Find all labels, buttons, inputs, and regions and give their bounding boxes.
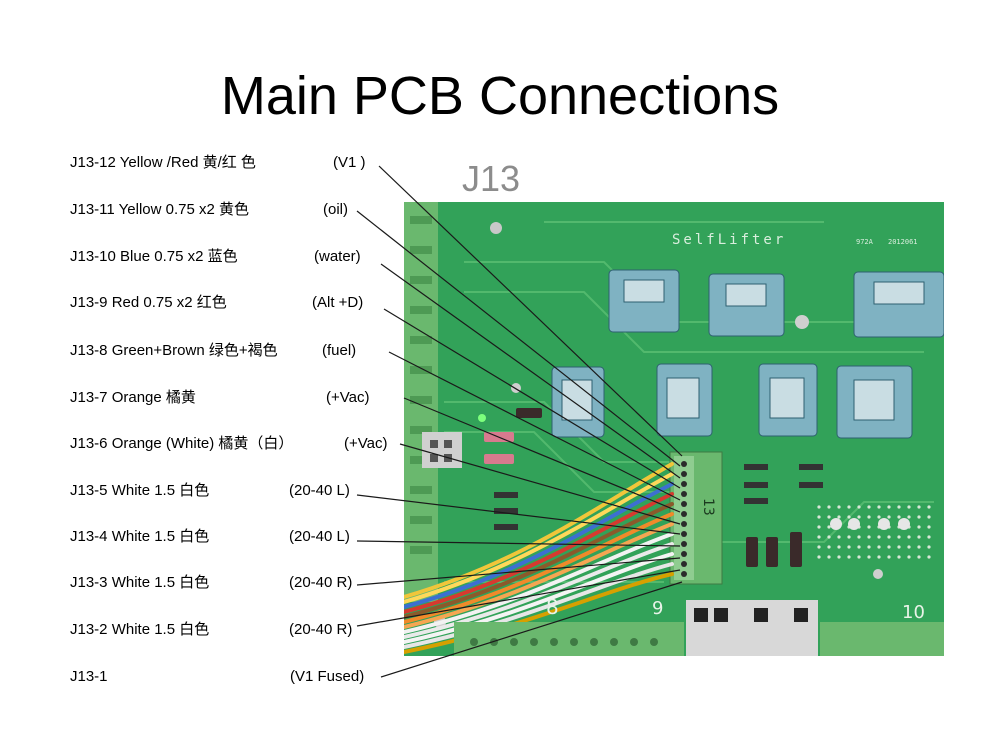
j13-connector: 13 — [669, 451, 723, 585]
relay — [551, 366, 605, 438]
connection-signal: (oil) — [323, 201, 348, 218]
connection-signal: (V1 ) — [333, 154, 366, 171]
relay — [836, 365, 913, 439]
slide-title: Main PCB Connections — [220, 66, 780, 126]
connection-signal: (20-40 R) — [289, 621, 353, 638]
pcb-brand-text: SelfLifter — [672, 232, 786, 248]
connection-signal: (+Vac) — [344, 435, 388, 452]
connector-mark: 13 — [700, 498, 716, 516]
small-fuses — [746, 532, 802, 567]
connection-label: J13-11 Yellow 0.75 x2 黄色 — [70, 201, 249, 218]
pcb-photo: SelfLifter 972A 2012061 — [404, 202, 944, 656]
connection-signal: (20-40 L) — [289, 482, 350, 499]
connection-label: J13-3 White 1.5 白色 — [70, 574, 210, 591]
connection-signal: (20-40 R) — [289, 574, 353, 591]
connection-label: J13-12 Yellow /Red 黄/红 色 — [70, 154, 256, 171]
bottom-terminal-block — [820, 622, 944, 656]
relay — [608, 269, 680, 333]
connection-label: J13-1 — [70, 668, 108, 685]
connection-signal: (Alt +D) — [312, 294, 364, 311]
terminal-label-8: 8 — [546, 595, 559, 619]
connection-signal: (20-40 L) — [289, 528, 350, 545]
pcb-board-code: 972A — [856, 238, 874, 246]
connection-label: J13-4 White 1.5 白色 — [70, 528, 210, 545]
connection-label: J13-9 Red 0.75 x2 红色 — [70, 294, 227, 311]
bottom-terminal-block — [454, 622, 684, 656]
pad-grid — [814, 502, 934, 562]
fuse — [484, 454, 514, 464]
connection-label: J13-8 Green+Brown 绿色+褐色 — [70, 342, 278, 359]
connection-label: J13-7 Orange 橘黄 — [70, 389, 196, 406]
connection-label: J13-10 Blue 0.75 x2 蓝色 — [70, 248, 238, 265]
fuse — [484, 432, 514, 442]
fuse — [516, 408, 542, 418]
connection-signal: (water) — [314, 248, 361, 265]
relay — [656, 363, 713, 437]
connection-signal: (V1 Fused) — [290, 668, 365, 685]
connection-label: J13-6 Orange (White) 橘黄（白） — [70, 435, 294, 452]
terminal-label-9: 9 — [652, 598, 663, 619]
connection-label: J13-2 White 1.5 白色 — [70, 621, 210, 638]
photo-label: J13 — [462, 158, 521, 199]
connection-label: J13-5 White 1.5 白色 — [70, 482, 210, 499]
relay — [758, 363, 818, 437]
terminal-label-10: 10 — [902, 602, 925, 623]
relay — [853, 271, 944, 338]
connection-signal: (+Vac) — [326, 389, 370, 406]
relay — [708, 273, 785, 337]
pcb-board-date: 2012061 — [888, 238, 918, 246]
connection-signal: (fuel) — [322, 342, 357, 359]
